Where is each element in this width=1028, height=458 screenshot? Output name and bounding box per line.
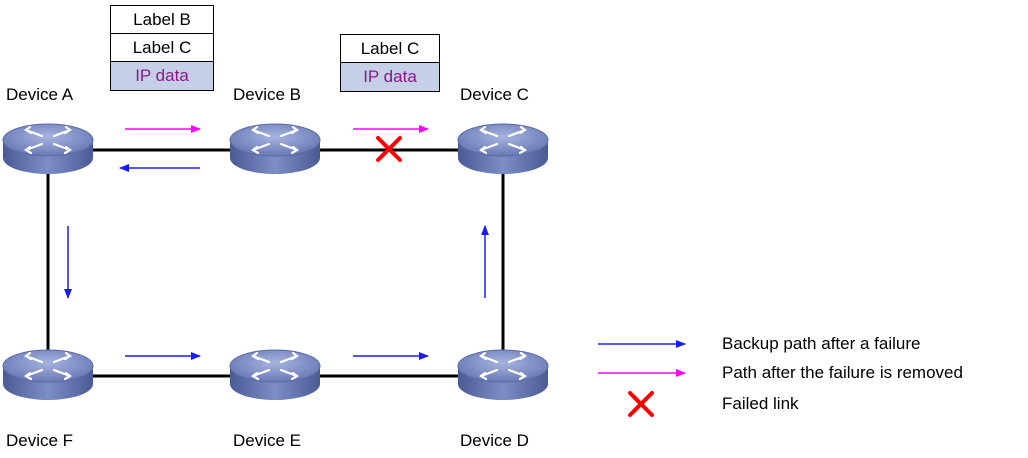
legend-restored-label: Path after the failure is removed xyxy=(722,363,963,382)
label-stack-b-c: Label C IP data xyxy=(340,34,440,92)
stack-label-c: Label C xyxy=(341,35,439,63)
device-f-label: Device F xyxy=(6,431,74,450)
failed-link-x-icon xyxy=(376,136,402,162)
router-icon-a xyxy=(1,122,95,176)
links xyxy=(46,148,505,378)
legend-failed-x-icon xyxy=(628,391,654,417)
device-d-label: Device D xyxy=(460,431,529,450)
device-c-label: Device C xyxy=(460,85,529,104)
router-icon-f xyxy=(1,348,95,402)
router-icon-b xyxy=(228,122,322,176)
label-stack-a-b: Label B Label C IP data xyxy=(110,5,214,91)
router-icon-e xyxy=(228,348,322,402)
device-b-label: Device B xyxy=(233,85,302,104)
legend-backup-label: Backup path after a failure xyxy=(722,334,921,353)
device-a-label: Device A xyxy=(6,85,74,104)
stack-label-c: Label C xyxy=(111,34,213,62)
stack-label-b: Label B xyxy=(111,6,213,34)
stack-ip-data: IP data xyxy=(111,62,213,90)
legend-failed-label: Failed link xyxy=(722,394,799,413)
stack-ip-data: IP data xyxy=(341,63,439,91)
router-icon-c xyxy=(456,122,550,176)
router-icon-d xyxy=(456,348,550,402)
device-e-label: Device E xyxy=(233,431,302,450)
